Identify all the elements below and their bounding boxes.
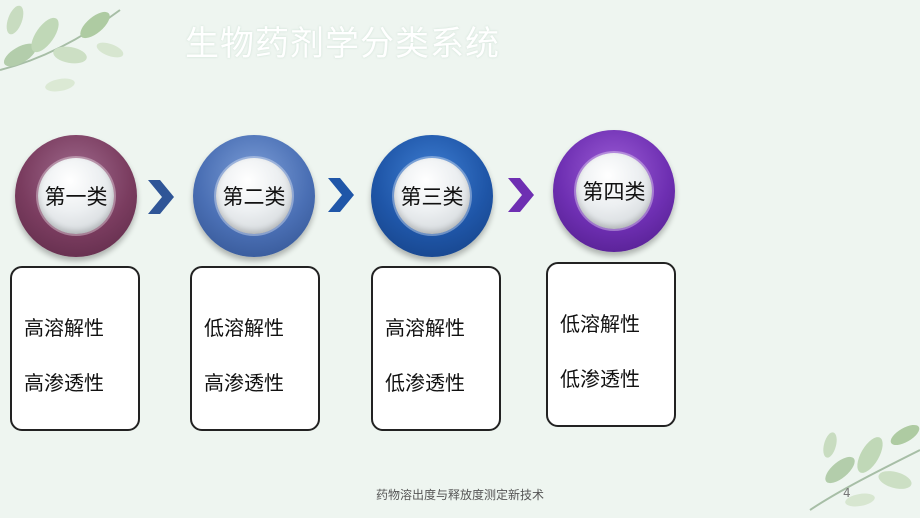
class-2-badge: 第二类 — [216, 158, 292, 234]
class-2-circle: 第二类 — [193, 135, 315, 257]
slide-footer: 药物溶出度与释放度测定新技术 — [375, 488, 544, 502]
chevron-right-icon — [148, 180, 174, 214]
class-3-badge: 第三类 — [394, 158, 470, 234]
class-3-card: 高溶解性 低渗透性 — [371, 266, 501, 431]
class-1-card: 高溶解性 高渗透性 — [10, 266, 140, 431]
class-4-permeability: 低渗透性 — [560, 367, 640, 391]
class-1-badge: 第一类 — [38, 158, 114, 234]
slide-title: 生物药剂学分类系统 — [185, 24, 500, 64]
class-4-card: 低溶解性 低渗透性 — [546, 262, 676, 427]
class-4-label: 第四类 — [582, 180, 646, 204]
class-2-label: 第二类 — [222, 185, 286, 209]
class-4-circle: 第四类 — [553, 130, 675, 252]
class-4-badge: 第四类 — [576, 153, 652, 229]
class-4-solubility: 低溶解性 — [560, 312, 640, 336]
class-3-label: 第三类 — [400, 185, 464, 209]
class-1-permeability: 高渗透性 — [24, 371, 104, 395]
leaf-decoration-top-left — [0, 5, 124, 92]
chevron-right-icon — [328, 178, 354, 212]
chevron-right-icon — [508, 178, 534, 212]
class-1-label: 第一类 — [44, 185, 108, 209]
class-2-permeability: 高渗透性 — [204, 371, 284, 395]
class-1-solubility: 高溶解性 — [24, 316, 104, 340]
class-3-circle: 第三类 — [371, 135, 493, 257]
class-3-solubility: 高溶解性 — [385, 316, 465, 340]
class-3-permeability: 低渗透性 — [385, 371, 465, 395]
class-2-card: 低溶解性 高渗透性 — [190, 266, 320, 431]
leaf-decoration-bottom-right — [809, 424, 920, 511]
class-2-solubility: 低溶解性 — [204, 316, 284, 340]
page-number: 4 — [843, 486, 851, 500]
class-1-circle: 第一类 — [15, 135, 137, 257]
